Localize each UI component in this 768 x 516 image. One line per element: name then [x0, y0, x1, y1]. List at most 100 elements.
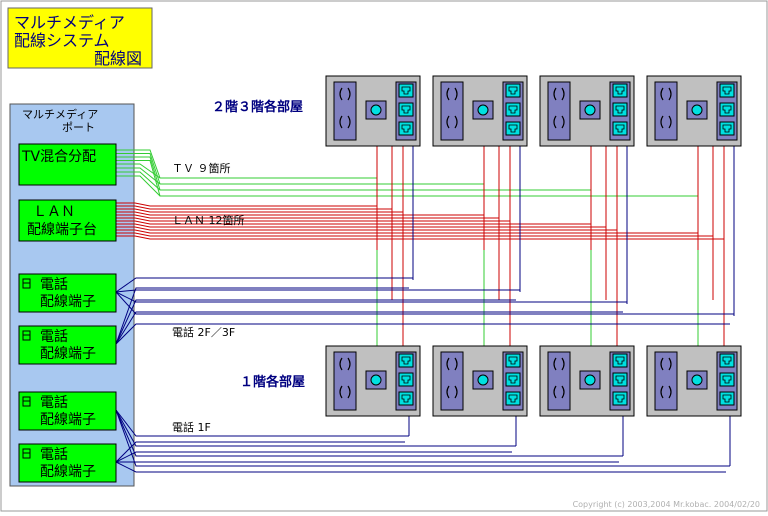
tv-wire	[116, 149, 377, 179]
copyright: Copyright (c) 2003,2004 Mr.kobac. 2004/0…	[573, 500, 760, 509]
modular-jack-icon	[398, 121, 414, 136]
modular-jack-slot	[615, 105, 625, 114]
phone-icon	[22, 278, 31, 289]
tv-count-label: ＴＶ ９箇所	[172, 161, 231, 175]
power-socket-icon	[553, 385, 565, 399]
modular-jack-slot	[615, 375, 625, 384]
power-socket-icon	[446, 385, 458, 399]
phone-box-line2: 配線端子	[40, 346, 96, 362]
phone-wire	[115, 311, 623, 345]
modular-jack-icon	[505, 391, 521, 406]
phone-wire	[115, 409, 623, 457]
modular-jack-slot	[401, 86, 411, 95]
phone-lower-label: 電話 1F	[172, 420, 211, 434]
tv-jack-icon	[584, 374, 596, 386]
power-outlet-plate	[654, 351, 678, 411]
modular-jack-slot	[401, 356, 411, 365]
lan-box-line2: 配線端子台	[27, 222, 97, 238]
phone-upper-label: 電話 2F／3F	[172, 325, 235, 339]
power-outlet-plate	[333, 81, 357, 141]
modular-jack-icon	[398, 372, 414, 387]
modular-jack-slot	[722, 86, 732, 95]
lan-wire	[116, 235, 724, 240]
phone-box-line2: 配線端子	[40, 294, 96, 310]
title-line1: マルチメディア	[14, 13, 125, 32]
power-socket-icon	[446, 87, 458, 101]
modular-jack-slot	[401, 124, 411, 133]
power-socket-icon	[446, 115, 458, 129]
lan-wire	[116, 220, 591, 225]
room-outlet-block	[539, 75, 635, 147]
power-socket-icon	[339, 385, 351, 399]
modular-jack-icon	[398, 391, 414, 406]
lan-wire	[116, 214, 499, 219]
phone-icon	[22, 448, 31, 459]
title-box: マルチメディア 配線システム 配線図	[7, 7, 153, 69]
panel-title-line2: ポート	[62, 121, 95, 134]
tv-wire	[116, 167, 161, 185]
lower-rooms-label: １階各部屋	[240, 374, 305, 390]
tv-jack-icon	[584, 104, 596, 116]
lan-terminal-box: ＬＡＮ 配線端子台	[18, 199, 117, 242]
tv-jack-icon	[370, 374, 382, 386]
tv-wire	[116, 163, 161, 179]
phone-box-line1: 電話	[40, 276, 68, 293]
tv-wire	[116, 156, 591, 191]
lan-wire	[116, 223, 606, 228]
phone-wire	[115, 451, 512, 463]
modular-jack-slot	[722, 356, 732, 365]
modular-jack-icon	[398, 102, 414, 117]
power-outlet-plate	[440, 351, 464, 411]
modular-jack-icon	[505, 121, 521, 136]
tv-wire	[116, 171, 161, 191]
tv-wire	[116, 160, 698, 197]
power-socket-icon	[660, 115, 672, 129]
power-socket-icon	[553, 115, 565, 129]
room-outlet-block	[325, 75, 421, 147]
modular-jack-icon	[719, 102, 735, 117]
phone-wire	[115, 461, 726, 473]
tv-wire	[116, 175, 161, 197]
power-socket-icon	[660, 385, 672, 399]
power-socket-icon	[446, 357, 458, 371]
phone-wire	[115, 323, 730, 345]
modular-jack-icon	[612, 102, 628, 117]
room-outlets	[325, 75, 742, 417]
power-socket-icon	[339, 357, 351, 371]
lan-wire	[116, 211, 484, 216]
tv-jack-icon	[477, 104, 489, 116]
lan-wire	[116, 232, 713, 237]
phone-box-line1: 電話	[40, 394, 68, 411]
lan-wire	[116, 205, 392, 210]
tv-box-label: TV混合分配	[21, 149, 96, 165]
modular-jack-icon	[398, 83, 414, 98]
modular-jack-icon	[612, 83, 628, 98]
modular-jack-icon	[505, 102, 521, 117]
power-socket-icon	[660, 357, 672, 371]
tv-jack-icon	[691, 374, 703, 386]
room-outlet-block	[646, 75, 742, 147]
power-socket-icon	[553, 87, 565, 101]
phone-wire	[115, 409, 516, 447]
modular-jack-slot	[508, 86, 518, 95]
phone-wire	[115, 291, 734, 315]
power-socket-icon	[339, 87, 351, 101]
modular-jack-slot	[615, 394, 625, 403]
phone-icon	[22, 396, 31, 407]
modular-jack-icon	[505, 372, 521, 387]
power-socket-icon	[553, 357, 565, 371]
phone-wire	[115, 409, 730, 467]
modular-jack-slot	[401, 105, 411, 114]
lan-wire	[116, 208, 403, 213]
room-outlet-block	[539, 345, 635, 417]
lan-count-label: ＬＡＮ 12箇所	[172, 213, 245, 227]
modular-jack-slot	[722, 375, 732, 384]
modular-jack-slot	[401, 375, 411, 384]
room-outlet-block	[646, 345, 742, 417]
modular-jack-slot	[615, 86, 625, 95]
room-outlet-block	[432, 345, 528, 417]
modular-jack-slot	[508, 124, 518, 133]
